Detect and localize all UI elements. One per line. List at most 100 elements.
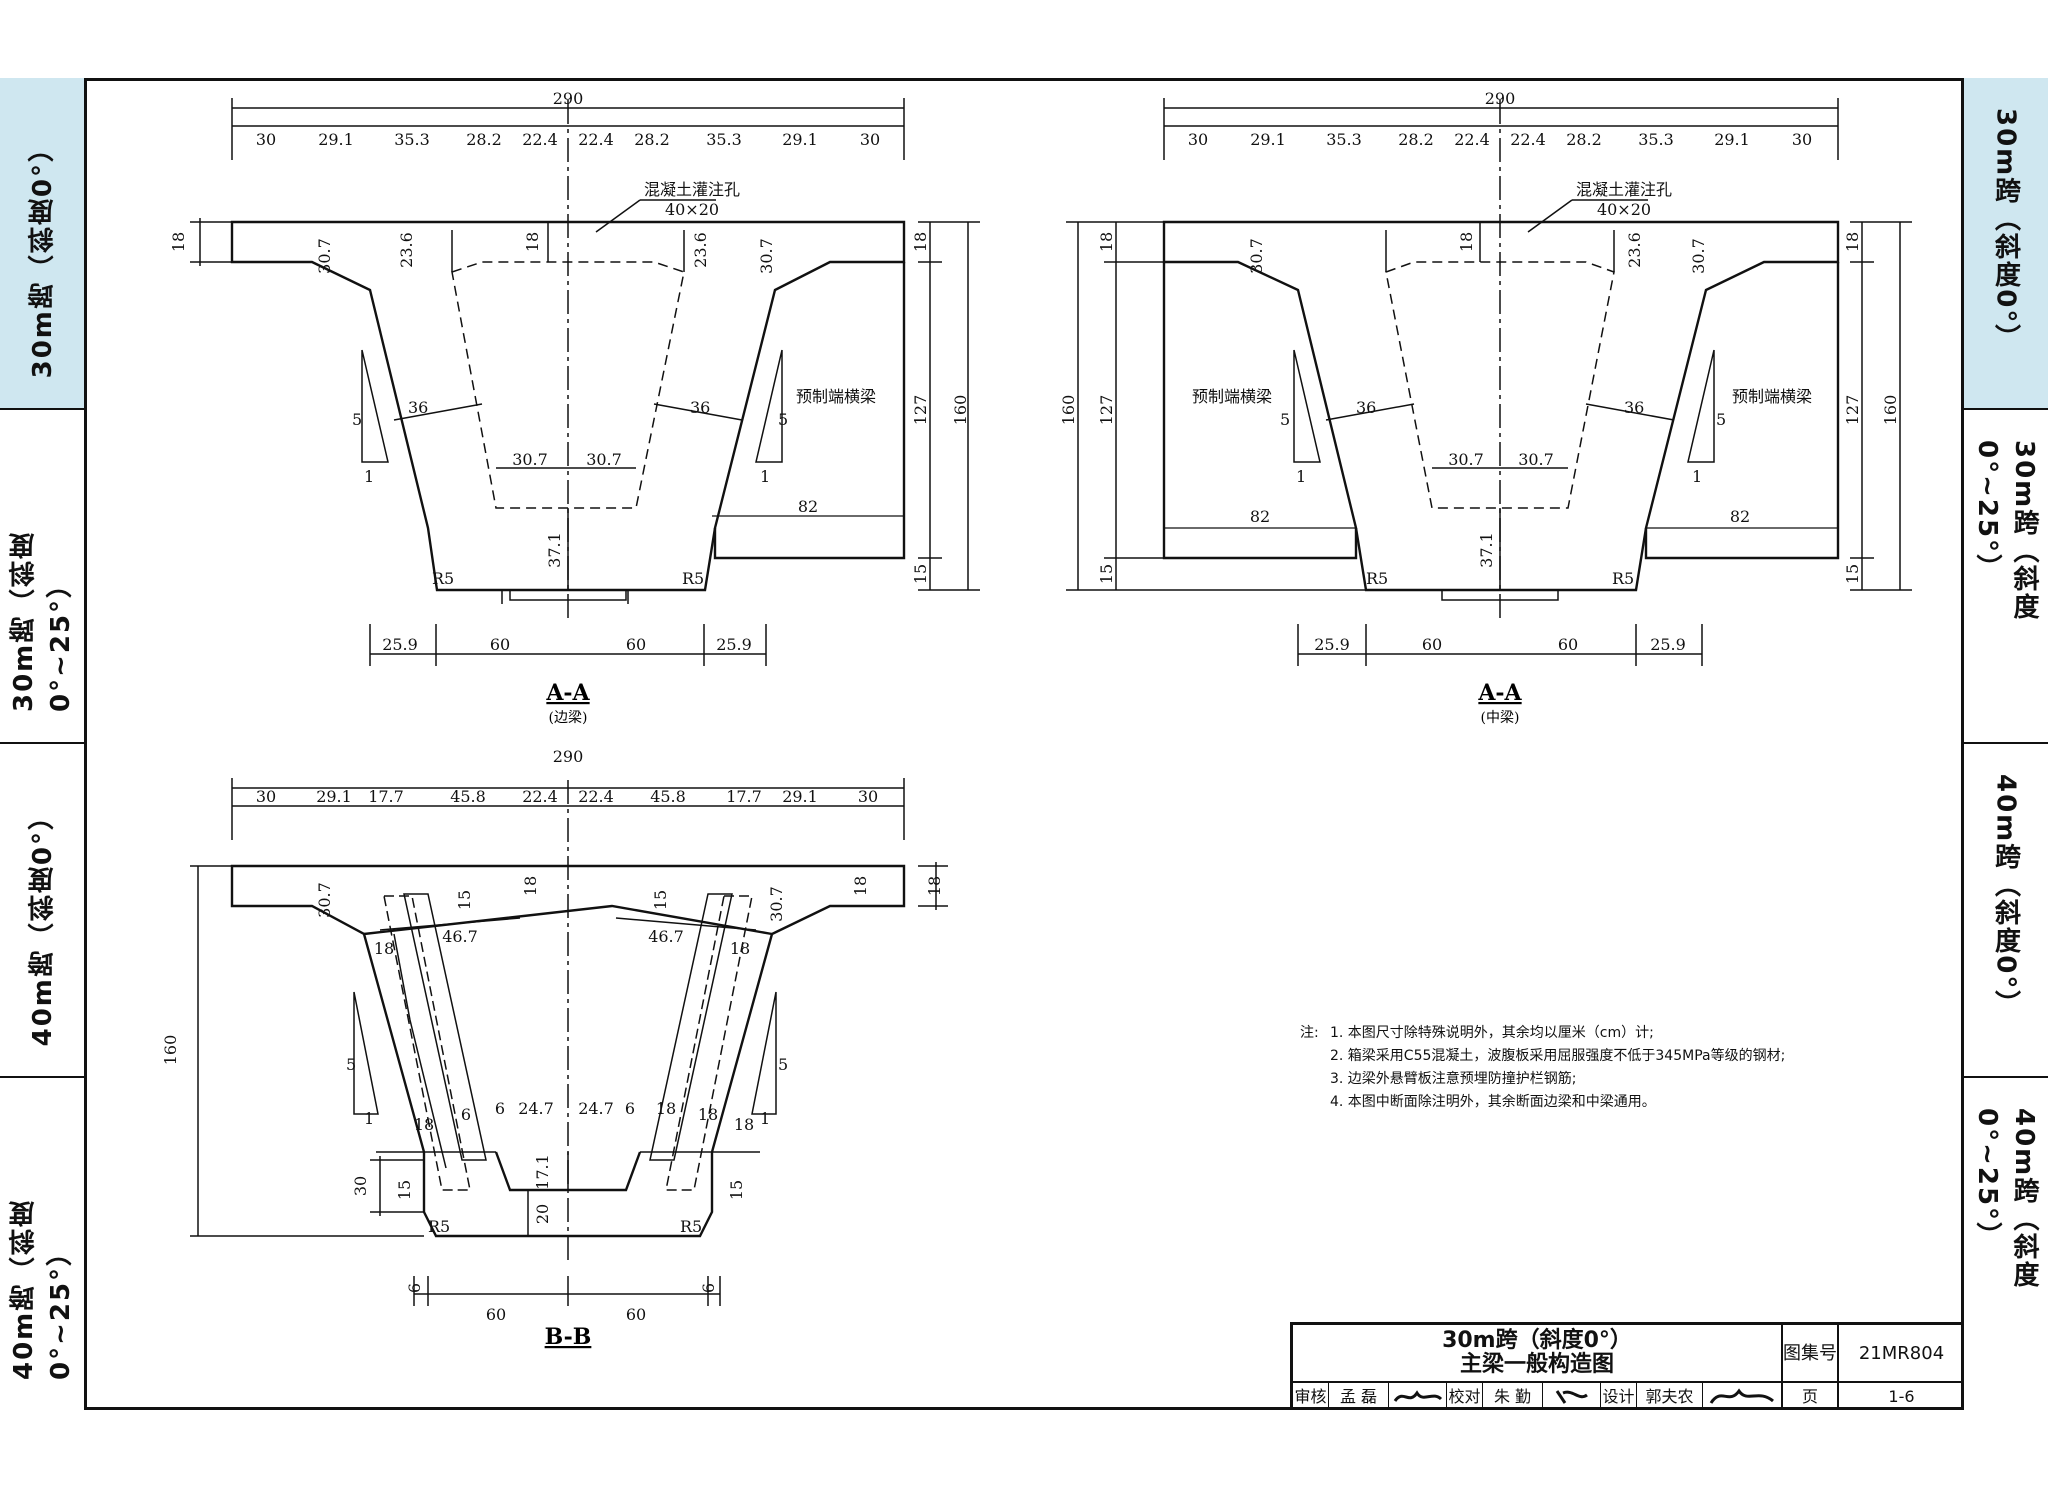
- aa-mid-dim: 30.7: [1518, 450, 1554, 469]
- aa-edge-vdim: 30.7: [315, 238, 334, 274]
- aa-mid-dim: 35.3: [1638, 130, 1674, 149]
- bb-dim: 18: [730, 939, 750, 958]
- aa-edge-dim: 30: [256, 130, 276, 149]
- aa-edge-bdim: 25.9: [716, 635, 752, 654]
- bb-total: 290: [553, 747, 584, 766]
- bb-dim: 17.7: [368, 787, 404, 806]
- bb-ldim: 160: [161, 1035, 180, 1066]
- aa-edge-bdim: 60: [626, 635, 646, 654]
- bb-dim: 22.4: [578, 787, 614, 806]
- side-tab-1-right[interactable]: 30m跨（斜度0°）: [1964, 78, 2048, 410]
- aa-mid-rdim: 160: [1881, 395, 1900, 426]
- aa-mid-vdim: 37.1: [1477, 532, 1496, 568]
- aa-edge-hole-size: 40×20: [665, 200, 719, 219]
- bb-slope: 1: [760, 1109, 770, 1128]
- aa-mid-dim: 30: [1792, 130, 1812, 149]
- aa-mid-web-dim: 36: [1624, 398, 1644, 417]
- bb-dim: 6: [461, 1105, 471, 1124]
- side-tab-2-right[interactable]: 30m跨（斜度0°~25°）: [1964, 410, 2048, 744]
- title-block: 30m跨（斜度0°） 主梁一般构造图 图集号 21MR804 审核 孟 磊 校对…: [1290, 1322, 1964, 1410]
- aa-mid-rdim: 127: [1843, 395, 1862, 426]
- bb-dim: 18: [374, 939, 394, 958]
- atlas-label: 图集号: [1783, 1325, 1839, 1383]
- aa-edge-rdim: 18: [911, 232, 930, 252]
- bb-vdim: 15: [455, 890, 474, 910]
- designer-name: 郭夫农: [1637, 1383, 1703, 1410]
- bb-vdim: 18: [521, 876, 540, 896]
- aa-edge-web-dim: 36: [408, 398, 428, 417]
- aa-edge-slope: 1: [760, 467, 770, 486]
- aa-edge-total: 290: [553, 89, 584, 108]
- atlas-number: 21MR804: [1839, 1325, 1964, 1383]
- aa-edge-rdim: 127: [911, 395, 930, 426]
- aa-mid-bdim: 60: [1558, 635, 1578, 654]
- side-tab-3-right[interactable]: 40m跨（斜度0°）: [1964, 744, 2048, 1078]
- bb-dim: 24.7: [578, 1099, 614, 1118]
- aa-edge-slope: 5: [778, 410, 788, 429]
- aa-mid-subtitle: (中梁): [1481, 710, 1520, 726]
- side-tab-3-left[interactable]: 40m跨（斜度0°）: [0, 744, 84, 1078]
- note-item: 2. 箱梁采用C55混凝土，波腹板采用屈服强度不低于345MPa等级的钢材;: [1330, 1048, 1786, 1064]
- aa-mid-dim: 22.4: [1454, 130, 1490, 149]
- bb-dim: 22.4: [522, 787, 558, 806]
- aa-edge-vdim: 37.1: [545, 532, 564, 568]
- designer-signature: [1703, 1383, 1783, 1410]
- title-line-2: 主梁一般构造图: [1459, 1352, 1614, 1377]
- aa-edge-rdim: 160: [951, 395, 970, 426]
- bb-bdim: 60: [626, 1305, 646, 1324]
- aa-edge-slope: 5: [352, 410, 362, 429]
- bb-dim: 18: [698, 1105, 718, 1124]
- bb-bdim: 6: [699, 1283, 718, 1293]
- aa-edge-dim: 30.7: [512, 450, 548, 469]
- side-tab-4-right[interactable]: 40m跨（斜度0°~25°）: [1964, 1078, 2048, 1410]
- side-tab-label: 40m跨（斜度0°~25°）: [1972, 1108, 2039, 1290]
- checker-signature: [1543, 1383, 1601, 1410]
- aa-mid-title: A-A: [1477, 680, 1522, 706]
- bb-dim: 46.7: [442, 927, 478, 946]
- bb-dim: 6: [625, 1099, 635, 1118]
- side-tab-label: 40m跨（斜度0°）: [1990, 774, 2021, 1019]
- aa-edge-title: A-A: [545, 680, 590, 706]
- aa-mid-dim: 30: [1188, 130, 1208, 149]
- page-number: 1-6: [1888, 1387, 1915, 1406]
- aa-edge-dim: 82: [798, 497, 818, 516]
- section-bb: [190, 778, 948, 1306]
- bb-vdim: 17.1: [533, 1154, 552, 1190]
- side-tab-1-left[interactable]: 30m跨（斜度0°）: [0, 78, 84, 410]
- aa-mid-rdim: 15: [1843, 564, 1862, 584]
- bb-vdim: 30.7: [315, 882, 334, 918]
- aa-mid-dim: 82: [1730, 507, 1750, 526]
- bb-title: B-B: [545, 1324, 592, 1350]
- bb-dim: 30: [256, 787, 276, 806]
- bb-vdim: 30.7: [767, 886, 786, 922]
- aa-edge-rdim: 15: [911, 564, 930, 584]
- aa-mid-bdim: 25.9: [1650, 635, 1686, 654]
- aa-edge-vdim: 23.6: [691, 232, 710, 268]
- aa-edge-dim: 28.2: [634, 130, 670, 149]
- review-label: 审核: [1293, 1383, 1329, 1410]
- bb-vdim: 15: [651, 890, 670, 910]
- aa-edge-radius: R5: [682, 569, 704, 588]
- bb-labels: 290 30 29.1 17.7 45.8 22.4 22.4 45.8 17.…: [161, 747, 944, 1324]
- notes-block: 注:1. 本图尺寸除特殊说明外，其余均以厘米（cm）计; 2. 箱梁采用C55混…: [1300, 1022, 1785, 1114]
- aa-mid-dim: 28.2: [1398, 130, 1434, 149]
- aa-mid-vdim: 30.7: [1247, 238, 1266, 274]
- signature-icon: [1709, 1388, 1774, 1404]
- aa-mid-dim: 82: [1250, 507, 1270, 526]
- side-tab-label: 30m跨（斜度0°）: [1990, 108, 2021, 353]
- bb-dim: 24.7: [518, 1099, 554, 1118]
- note-item: 3. 边梁外悬臂板注意预埋防撞护栏钢筋;: [1330, 1071, 1577, 1087]
- side-tab-2-left[interactable]: 30m跨（斜度0°~25°）: [0, 410, 84, 744]
- aa-mid-rdim: 18: [1843, 232, 1862, 252]
- drawing-frame: [84, 78, 1964, 1410]
- bb-dim: 30: [858, 787, 878, 806]
- aa-edge-bdim: 60: [490, 635, 510, 654]
- bb-vdim: 20: [533, 1204, 552, 1224]
- aa-mid-dim: 29.1: [1250, 130, 1286, 149]
- notes-heading: 注:: [1300, 1025, 1319, 1041]
- aa-mid-radius: R5: [1612, 569, 1634, 588]
- aa-edge-vdim: 30.7: [757, 238, 776, 274]
- aa-edge-dim: 28.2: [466, 130, 502, 149]
- aa-mid-dim: 29.1: [1714, 130, 1750, 149]
